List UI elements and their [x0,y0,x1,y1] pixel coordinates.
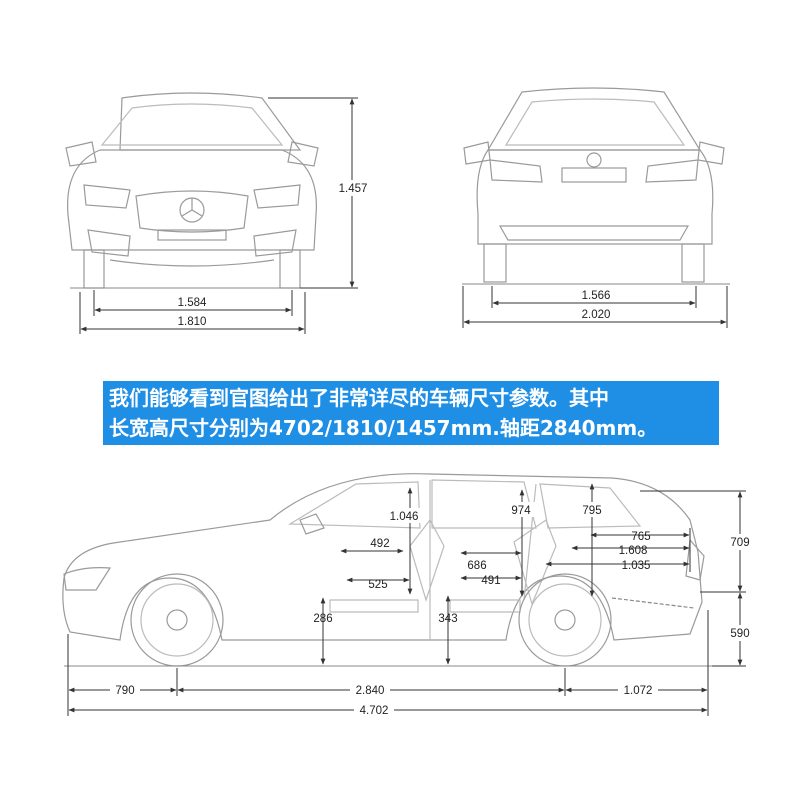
tailgate-opening-label: 709 [730,537,749,549]
side-view [62,473,740,667]
front-view [65,92,326,289]
front-car-drawing [65,92,319,289]
front-overhang-label: 790 [115,685,134,697]
caption-banner: 我们能够看到官图给出了非常详尽的车辆尺寸参数。其中 长宽高尺寸分别为4702/1… [103,381,719,445]
rear-width-label: 2.020 [582,309,611,321]
load-sill-height-label: 590 [730,628,749,640]
rear-headroom-label: 974 [511,505,531,517]
front-track-label: 1.584 [178,297,207,309]
cargo-length-max-label: 1.608 [619,545,648,557]
caption-line-1: 我们能够看到官图给出了非常详尽的车辆尺寸参数。其中 [109,386,609,410]
side-car-drawing [62,473,705,641]
front-seat-depth-label: 492 [370,538,389,550]
rear-view [462,87,730,285]
rear-wheel [518,573,612,667]
front-height-label: 1.457 [339,183,368,195]
caption-line-2: 长宽高尺寸分别为4702/1810/1457mm.轴距2840mm。 [109,416,658,440]
cargo-length-min-label: 765 [631,531,650,543]
cargo-length-mid-label: 1.035 [622,560,651,572]
front-seat-cushion-label: 525 [368,579,387,591]
rear-seat-height-label: 343 [438,613,457,625]
length-label: 4.702 [360,705,389,717]
rear-track-label: 1.566 [582,290,611,302]
rear-overhang-label: 1.072 [624,685,653,697]
front-wheel [130,573,224,667]
rear-car-drawing [463,87,725,283]
side-labels: 1.046 974 795 492 525 686 491 765 1.608 … [110,502,756,717]
front-seat-height-label: 286 [313,613,332,625]
rear-legroom-label: 686 [467,560,486,572]
rear-seat-cushion-label: 491 [481,575,500,587]
cargo-height-label: 795 [582,505,601,517]
rear-dimensions [462,286,728,328]
front-headroom-label: 1.046 [390,511,419,523]
front-width-label: 1.810 [178,316,207,328]
wheelbase-label: 2.840 [356,685,385,697]
